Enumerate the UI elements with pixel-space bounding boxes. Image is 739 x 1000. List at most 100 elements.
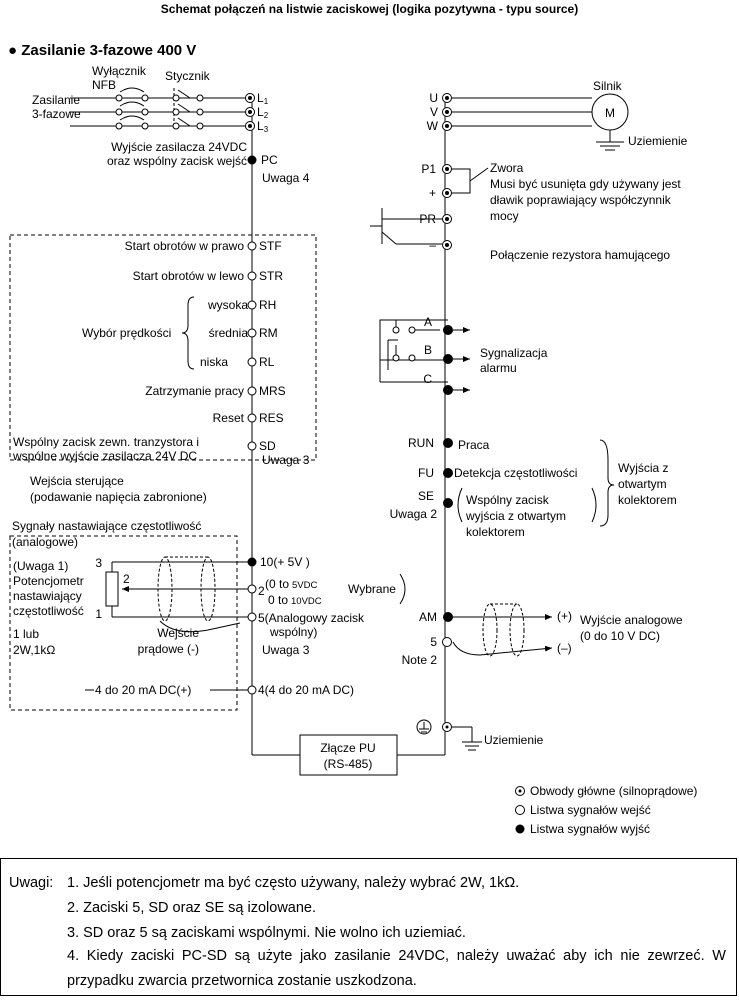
pot-value: 1 lub — [13, 627, 39, 641]
ma-input-label: 4 do 20 mA DC(+) — [95, 683, 191, 697]
terminal-l1: L1 — [257, 91, 269, 106]
section-heading: ● Zasilanie 3-fazowe 400 V — [8, 42, 197, 59]
earth-label-2: Uziemienie — [484, 733, 544, 747]
analog-out-label: Wyjście analogowe — [580, 613, 683, 627]
mrs-desc: Zatrzymanie pracy — [145, 384, 244, 398]
main-terminals-left — [245, 93, 255, 131]
terminal-u: U — [429, 91, 438, 105]
terminal-p1: P1 — [421, 162, 436, 176]
jumper-label: Zwora — [490, 161, 524, 175]
sd-desc-2: wspólne wyjście zasilacza 24V DC — [12, 449, 197, 463]
terminal-pc-label: PC — [261, 153, 278, 167]
terminal-5-right-dot — [442, 637, 452, 647]
brake-resistor-label: Połączenie rezystora hamującego — [490, 248, 670, 262]
terminal-str: STR — [259, 269, 283, 283]
potentiometer — [105, 556, 248, 691]
pot-pin-1: 1 — [95, 607, 102, 621]
section-heading-text: Zasilanie 3-fazowe 400 V — [21, 42, 197, 59]
nfb-label: Wyłącznik — [92, 64, 147, 78]
current-in-label-2: prądowe (-) — [138, 642, 199, 656]
terminal-l2: L2 — [257, 105, 269, 120]
legend-output-terminals: Listwa sygnałów wyjść — [530, 822, 650, 836]
nfb-label-2: NFB — [92, 78, 116, 92]
supply-label-2: 3-fazowe — [32, 107, 81, 121]
analog-output — [452, 603, 553, 657]
terminal-se: SE — [418, 489, 434, 503]
se-desc-2: wyjścia z otwartym — [465, 509, 566, 523]
pot-label-2: Potencjometr — [13, 574, 84, 588]
note-1: 1. Jeśli potencjometr ma być często używ… — [67, 875, 520, 891]
alarm-arrows — [387, 327, 470, 393]
stf-desc: Start obrotów w prawo — [125, 239, 245, 253]
terminal-w: W — [427, 119, 439, 133]
se-desc-3: kolektorem — [466, 525, 525, 539]
terminal-5-right: 5 — [430, 635, 437, 649]
terminal-10: 10(+ 5V ) — [260, 555, 310, 569]
page-title: Schemat połączeń na listwie zaciskowej (… — [160, 2, 579, 16]
terminal-l3: L3 — [257, 119, 269, 134]
legend: Obwody główne (silnoprądowe) Listwa sygn… — [515, 784, 697, 836]
speed-brace — [181, 296, 195, 370]
main-terminals-right — [442, 93, 452, 250]
oc-brace — [599, 439, 615, 527]
pot-label: (Uwaga 1) — [13, 559, 68, 573]
terminal-10-dot — [247, 557, 257, 567]
pot-value-2: 2W,1kΩ — [13, 643, 55, 657]
brake-transistor — [370, 208, 442, 245]
analog-input-terminals — [247, 584, 257, 695]
motor-output — [452, 93, 629, 151]
terminal-pr: PR — [419, 212, 436, 226]
reset-desc: Reset — [213, 411, 245, 425]
terminal-minus: – — [429, 238, 436, 252]
jumper — [452, 167, 489, 194]
note2-label-b: Note 2 — [402, 653, 438, 667]
terminal-5-left-2: wspólny) — [269, 625, 317, 639]
analog-input-box — [9, 535, 238, 711]
power-input — [70, 87, 245, 128]
oc-label: Wyjścia z — [618, 461, 669, 475]
jumper-desc-3: mocy — [490, 209, 519, 223]
speed-low: niska — [200, 355, 228, 369]
am-plus: (+) — [557, 609, 572, 623]
terminal-rh: RH — [259, 298, 276, 312]
terminal-b: B — [424, 343, 432, 357]
earth-label-1: Uziemienie — [628, 134, 688, 148]
earth-terminal-center — [445, 725, 449, 729]
note-2: 2. Zaciski 5, SD oraz SE są izolowane. — [67, 900, 317, 916]
analog-heading: Sygnały nastawiające częstotliwość — [12, 519, 201, 533]
speed-select-label: Wybór prędkości — [82, 326, 171, 340]
sd-desc: Wspólny zacisk zewn. tranzystora i — [13, 435, 199, 449]
earth-right — [416, 719, 482, 751]
terminal-fu: FU — [418, 466, 434, 480]
note4-label: Uwaga 4 — [262, 171, 310, 185]
pu-label-rs485: (RS-485) — [324, 757, 373, 771]
current-in-label: Wejście — [157, 626, 199, 640]
control-inputs-label-2: (podawanie napięcia zabronione) — [30, 490, 207, 504]
speed-high: wysoka — [207, 298, 248, 312]
speed-mid: średnia — [209, 326, 249, 340]
analog-heading-2: (analogowe) — [12, 535, 78, 549]
legend-main-circuits: Obwody główne (silnoprądowe) — [530, 784, 697, 798]
se-desc: Wspólny zacisk — [466, 493, 550, 507]
pot-label-4: częstotliwość — [13, 604, 84, 618]
jumper-desc-2: dławik poprawiający współczynnik — [490, 193, 672, 207]
terminal-am: AM — [419, 610, 437, 624]
alarm-contacts — [392, 326, 416, 362]
motor-symbol: M — [605, 106, 615, 120]
terminal-res: RES — [259, 411, 284, 425]
note-4: 4. Kiedy zaciski PC-SD są użyte jako zas… — [67, 948, 726, 989]
pc-desc-2: oraz wspólny zacisk wejść — [107, 154, 247, 168]
terminal-2: 2 — [258, 584, 265, 598]
se-paren-left — [457, 487, 463, 523]
terminal-4: 4(4 do 20 mA DC) — [258, 683, 354, 697]
run-desc: Praca — [458, 438, 490, 452]
control-inputs-label: Wejścia sterujące — [30, 474, 124, 488]
terminal-rl: RL — [259, 355, 275, 369]
terminal-sd: SD — [259, 439, 276, 453]
terminal-c: C — [423, 372, 432, 386]
pc-desc: Wyjście zasilacza 24VDC — [111, 140, 247, 154]
notes-box: Uwagi: 1. Jeśli potencjometr ma być częs… — [0, 858, 737, 996]
terminal-pc-dot — [247, 155, 257, 165]
input-terminals — [247, 241, 257, 451]
analog-out-label-2: (0 do 10 V DC) — [580, 629, 660, 643]
